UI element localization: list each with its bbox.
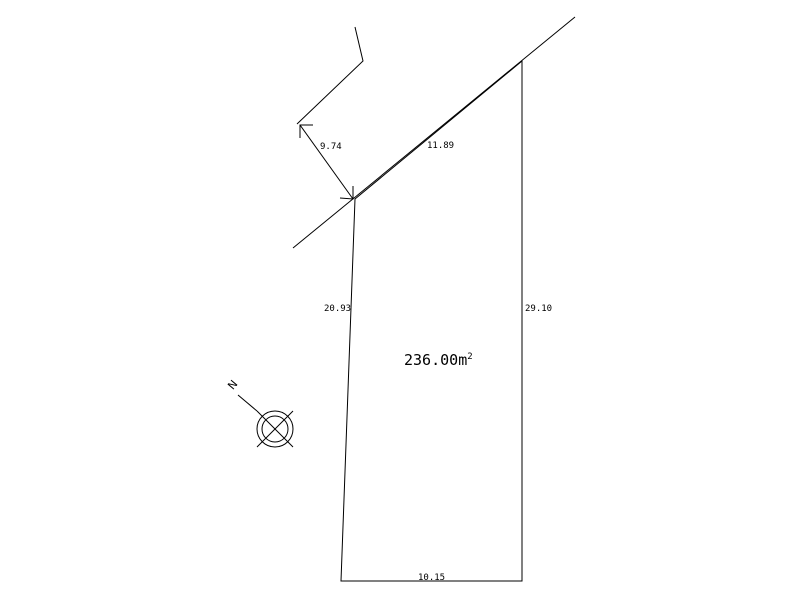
area-label: 236.00m2 [404,351,473,369]
road-width-arrow [299,124,354,200]
north-arrow-icon: N [225,378,294,448]
rear-label: 10.15 [418,573,445,583]
frontage-label: 11.89 [427,141,454,151]
area-unit: m [458,351,467,369]
road-width-label: 9.74 [320,142,342,152]
road-boundary-line [292,16,576,249]
right-side-label: 29.10 [525,304,552,314]
area-superscript: 2 [467,352,472,362]
left-side-label: 20.93 [324,304,351,314]
lot-boundary [340,59,523,582]
area-value: 236.00 [404,351,458,369]
north-label: N [225,378,240,393]
road-opposite-edge [296,26,364,125]
